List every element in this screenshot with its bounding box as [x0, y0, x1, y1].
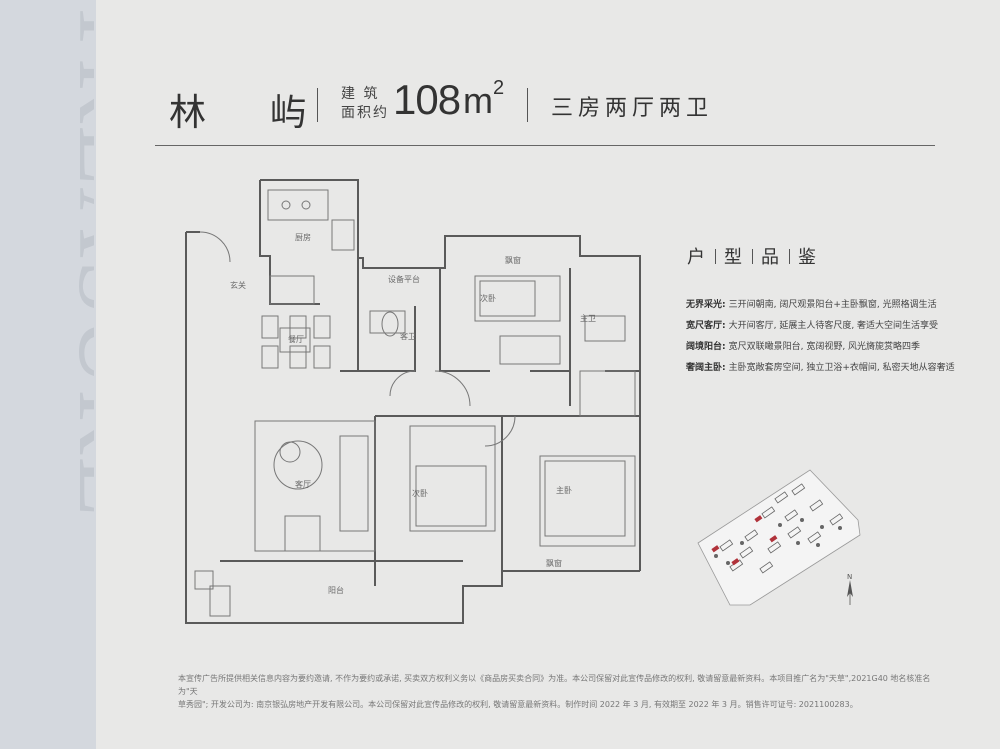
room-label-equipment: 设备平台 [388, 274, 420, 284]
feature-text: 宽尺双联瞰景阳台, 宽阔视野, 风光旖旎赏略四季 [728, 342, 921, 352]
north-arrow-icon [847, 580, 853, 605]
area-label-bottom: 面积约 [341, 105, 389, 121]
project-name: 林 屿 [169, 91, 333, 134]
room-label-balcony: 阳台 [328, 585, 344, 595]
area-label-top: 建 筑 [341, 86, 380, 102]
layout-type: 三房两厅两卫 [551, 96, 714, 121]
side-word-text: TREASURE [58, 2, 94, 518]
room-label-living: 客厅 [295, 479, 311, 489]
room-label-dining: 餐厅 [288, 335, 304, 344]
header-separator [317, 88, 318, 122]
room-label-entrance: 玄关 [230, 280, 246, 290]
room-label-bedroom2-bottom: 次卧 [412, 488, 428, 498]
feature-item: 奢阔主卧:主卧宽敞套房空间, 独立卫浴+衣帽间, 私密天地从容奢适 [686, 360, 955, 373]
feature-label: 无界采光: [686, 300, 726, 310]
room-label-bay-window-bottom: 飘窗 [546, 558, 562, 568]
feature-text: 主卧宽敞套房空间, 独立卫浴+衣帽间, 私密天地从容奢适 [728, 363, 955, 373]
feature-text: 大开间客厅, 延展主人待客尺度, 奢适大空间生活享受 [728, 321, 939, 331]
feature-text: 三开间朝南, 阔尺观景阳台+主卧飘窗, 光照格调生活 [728, 300, 937, 310]
review-title-char: 型 [724, 247, 744, 268]
area-label: 建 筑 面积约 [341, 85, 389, 123]
feature-label: 奢阔主卧: [686, 363, 726, 373]
feature-label: 宽尺客厅: [686, 321, 726, 331]
room-label-bay-window-top: 飘窗 [505, 255, 521, 265]
room-label-master-bath: 主卫 [580, 313, 596, 323]
room-label-kitchen: 厨房 [295, 232, 311, 242]
side-decor-word: TREASURE [8, 0, 96, 749]
disclaimer: 本宣传广告所提供相关信息内容为要约邀请, 不作为要约或承诺, 买卖双方权利义务以… [178, 672, 944, 711]
room-label-guest-bath: 客卫 [400, 331, 416, 341]
floor-plan-drawing: 厨房 玄关 餐厅 设备平台 飘窗 次卧 主卫 客卫 客厅 次卧 主卧 飘窗 阳台 [185, 179, 641, 624]
site-plan-drawing: N [697, 469, 861, 606]
feature-item: 无界采光:三开间朝南, 阔尺观景阳台+主卧飘窗, 光照格调生活 [686, 297, 937, 310]
review-title-char: 品 [761, 247, 781, 268]
review-title-char: 户 [687, 247, 707, 268]
review-title: 户型品鉴 [687, 243, 818, 269]
feature-item: 宽尺客厅:大开间客厅, 延展主人待客尺度, 奢适大空间生活享受 [686, 318, 938, 331]
room-label-master-bedroom: 主卧 [556, 485, 572, 495]
title-rule [155, 145, 935, 146]
disclaimer-line: 本宣传广告所提供相关信息内容为要约邀请, 不作为要约或承诺, 买卖双方权利义务以… [178, 674, 931, 696]
review-title-char: 鉴 [798, 247, 818, 268]
floor-plan: 厨房 玄关 餐厅 设备平台 飘窗 次卧 主卫 客卫 客厅 次卧 主卧 飘窗 阳台 [180, 176, 670, 640]
north-label: N [847, 573, 852, 581]
feature-label: 阔境阳台: [686, 342, 726, 352]
feature-item: 阔境阳台:宽尺双联瞰景阳台, 宽阔视野, 风光旖旎赏略四季 [686, 339, 920, 352]
area-unit: m [463, 80, 493, 121]
room-label-bedroom2-top: 次卧 [480, 293, 496, 303]
header: 林 屿 建 筑 面积约 108 m 2 三房两厅两卫 [155, 76, 935, 138]
site-plan: N [690, 465, 890, 619]
side-decor-band: TREASURE [0, 0, 96, 749]
disclaimer-line: 草秀园"; 开发公司为: 南京银弘房地产开发有限公司。本公司保留对此宣传品修改的… [178, 700, 858, 709]
header-separator [527, 88, 528, 122]
area-value: 108 [393, 76, 461, 123]
area-unit-sup: 2 [493, 77, 505, 99]
